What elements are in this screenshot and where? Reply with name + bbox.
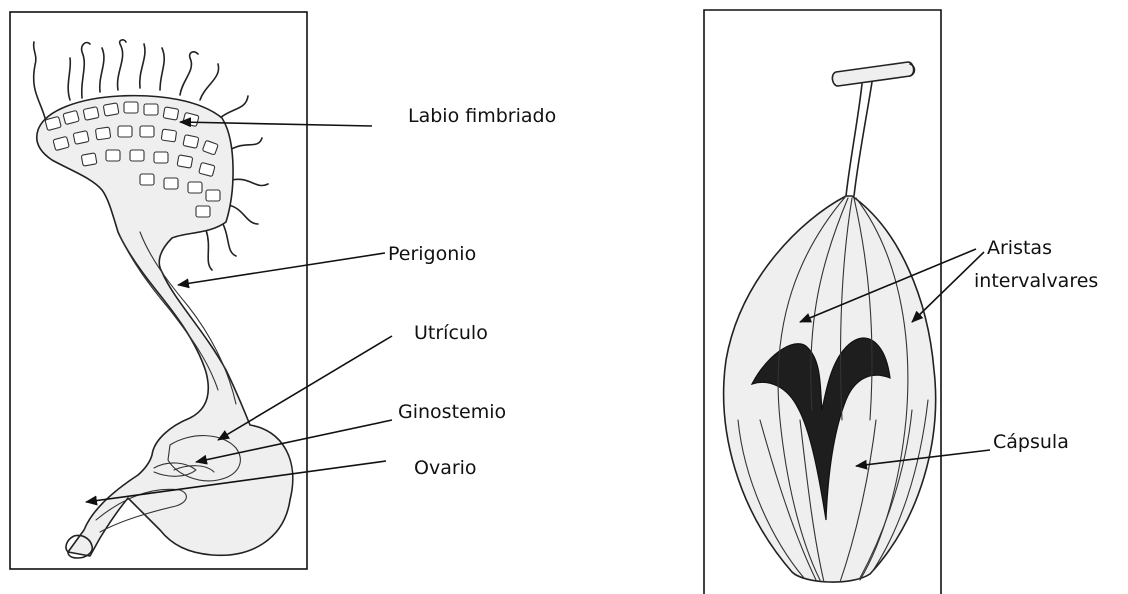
label-ovario: Ovario — [414, 457, 477, 479]
label-ginostemio: Ginostemio — [398, 401, 506, 423]
flower-illustration — [34, 40, 293, 558]
label-perigonio: Perigonio — [388, 243, 476, 265]
label-labio-fimbriado: Labio fimbriado — [408, 105, 556, 127]
label-aristas-line1: Aristas — [987, 237, 1052, 259]
arrow-perigonio — [178, 253, 385, 285]
left-panel: Labio fimbriado Perigonio Utrículo Ginos… — [10, 12, 556, 569]
arrow-utriculo — [218, 336, 392, 440]
capsule-illustration — [724, 62, 936, 582]
label-aristas-line2: intervalvares — [974, 270, 1098, 292]
label-capsula: Cápsula — [993, 431, 1069, 453]
right-panel: Aristas intervalvares Cápsula — [704, 10, 1098, 594]
flower-body — [37, 96, 293, 556]
label-utriculo: Utrículo — [414, 322, 488, 344]
